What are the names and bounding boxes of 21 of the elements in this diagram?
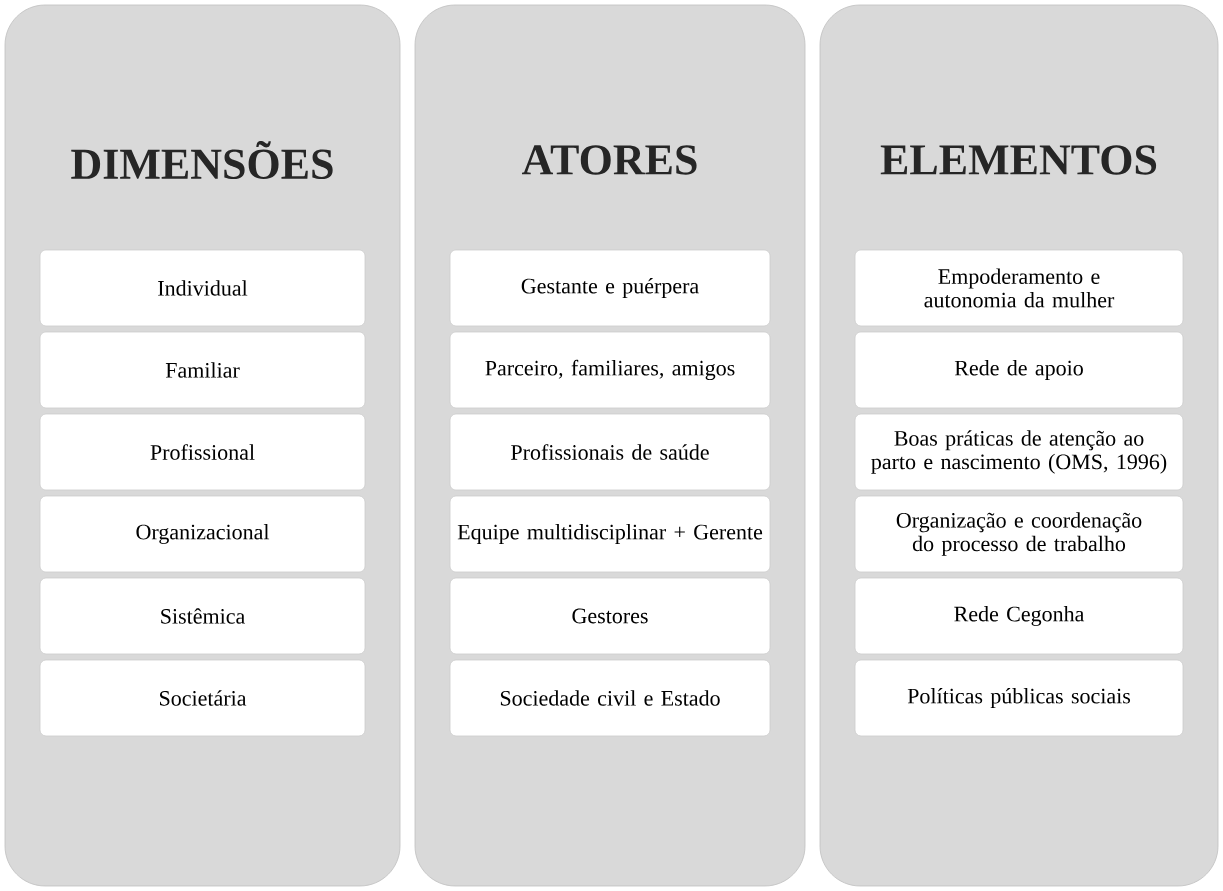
text-box: Sociedade civil e Estado xyxy=(449,659,771,737)
panel-title: ELEMENTOS xyxy=(880,145,1157,175)
text-box: Individual xyxy=(39,249,366,327)
text-box: Profissional xyxy=(39,413,366,491)
text-box: Familiar xyxy=(39,331,366,409)
text-box: Equipe multidisciplinar + Gerente xyxy=(449,495,771,573)
text-box: Rede de apoio xyxy=(854,331,1184,409)
text-box: Organizacional xyxy=(39,495,366,573)
text-box: Sistêmica xyxy=(39,577,366,655)
text-box: Organização e coordenação do processo de trabalho xyxy=(854,495,1184,573)
panel-title: DIMENSÕES xyxy=(71,140,333,180)
text-box: Políticas públicas sociais xyxy=(854,659,1184,737)
text-box: Empoderamento e autonomia da mulher xyxy=(854,249,1184,327)
text-box: Rede Cegonha xyxy=(854,577,1184,655)
text-box: Societária xyxy=(39,659,366,737)
text-box: Profissionais de saúde xyxy=(449,413,771,491)
text-box: Gestante e puérpera xyxy=(449,249,771,327)
text-box: Boas práticas de atenção ao parto e nascimento (OMS, 1996) xyxy=(854,413,1184,491)
text-box: Gestores xyxy=(449,577,771,655)
text-box: Parceiro, familiares, amigos xyxy=(449,331,771,409)
panel-title: ATORES xyxy=(522,145,697,175)
